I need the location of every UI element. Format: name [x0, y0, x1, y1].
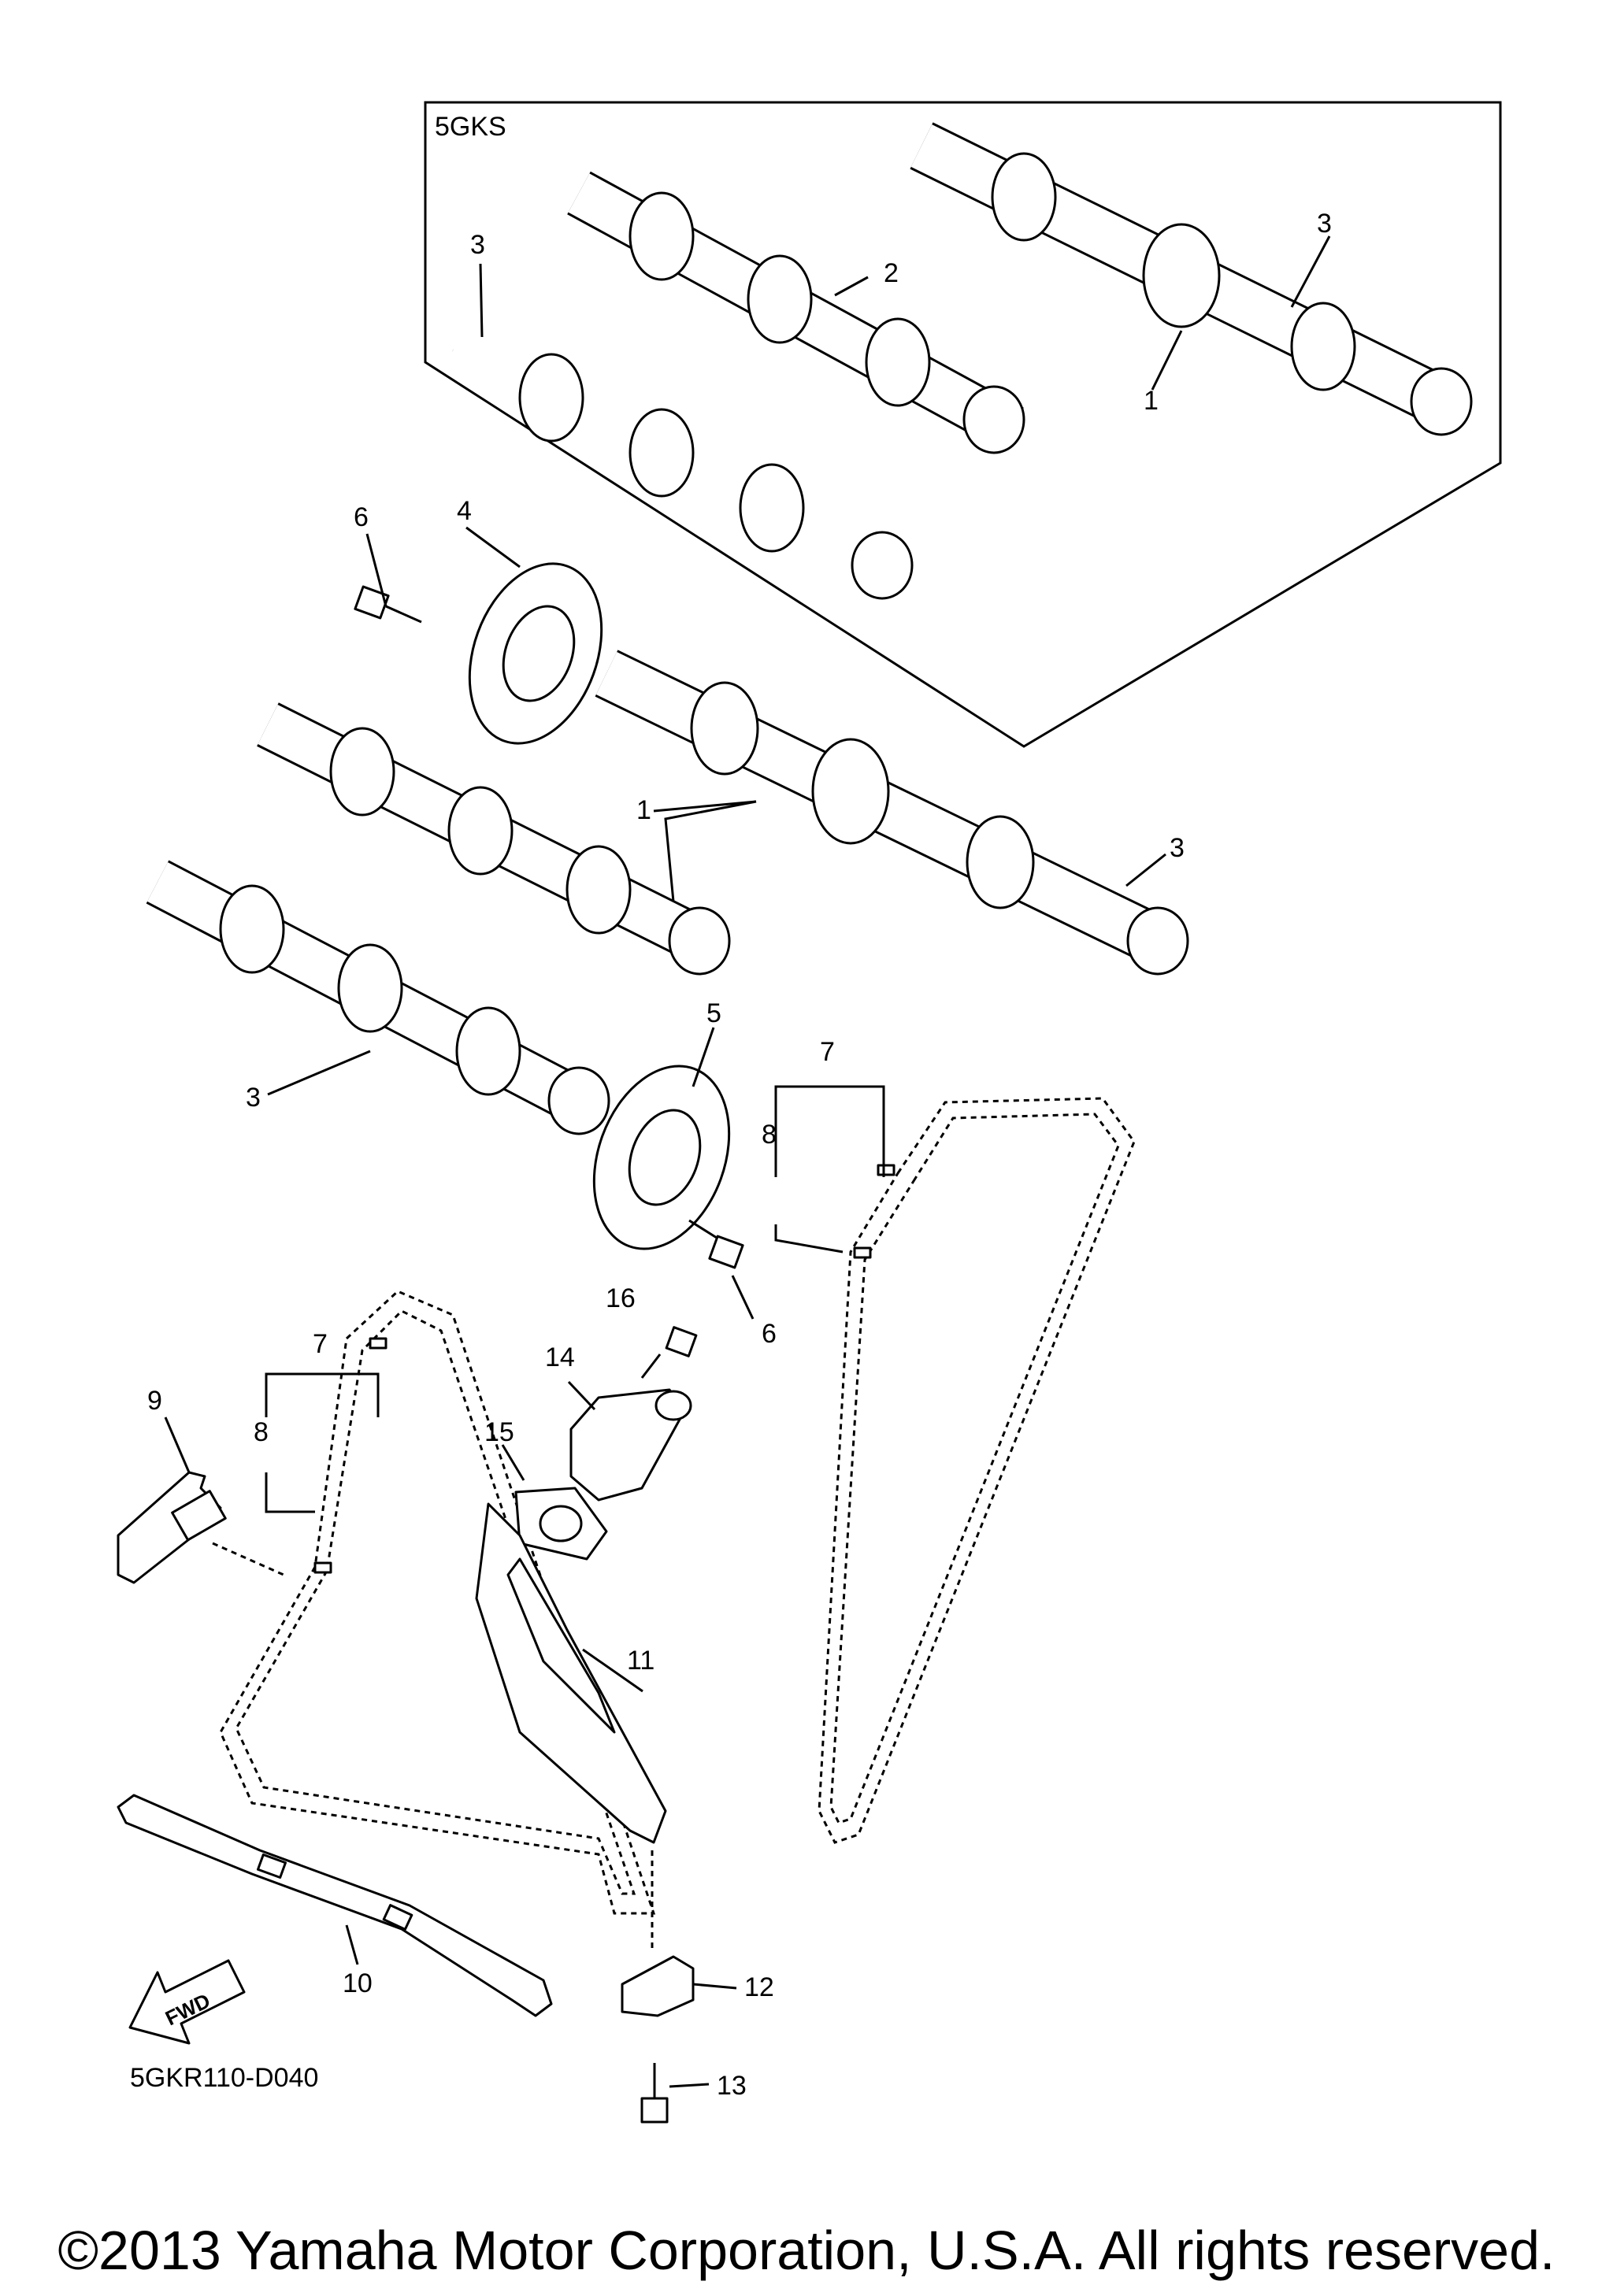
cam-sprocket-upper: [468, 562, 603, 745]
tensioner-bolt: [640, 1326, 698, 1379]
chain-guide-front: [117, 1794, 553, 2017]
sprocket-bolt-upper: [354, 585, 422, 624]
camshaft-box-right: [910, 122, 1473, 436]
callout-6: 6: [762, 1319, 777, 1349]
callout-1: 1: [1144, 386, 1159, 416]
chain-guide-bracket: [117, 1471, 284, 1584]
callout-6: 6: [354, 502, 369, 532]
callout-3: 3: [1170, 833, 1185, 863]
camshaft-box-middle: [567, 171, 1025, 454]
sprocket-bolt-lower: [688, 1219, 744, 1269]
callout-8: 8: [762, 1120, 777, 1150]
callout-11: 11: [627, 1646, 654, 1676]
callout-7: 7: [820, 1037, 835, 1067]
leader-lines: [164, 235, 1331, 2088]
callout-12: 12: [744, 1972, 774, 2002]
callout-2: 2: [884, 258, 899, 288]
copyright-notice: ©2013 Yamaha Motor Corporation, U.S.A. A…: [57, 2220, 1556, 2281]
cam-chain-left: [219, 1290, 656, 1915]
chain-guide-rear: [475, 1502, 667, 1844]
tensioner-gasket: [514, 1487, 608, 1561]
callout-3: 3: [246, 1083, 261, 1113]
camshaft-box-left: [443, 331, 914, 600]
variant-box-label: 5GKS: [435, 112, 506, 142]
callout-14: 14: [545, 1342, 575, 1372]
guide-stopper: [621, 1850, 695, 2017]
guide-stopper-bolt: [640, 2063, 669, 2124]
callout-5: 5: [706, 998, 721, 1028]
callout-10: 10: [343, 1968, 373, 1998]
cam-sprocket-lower: [592, 1065, 731, 1250]
fwd-arrow-icon: FWD: [128, 1959, 246, 2045]
callout-1: 1: [636, 795, 651, 825]
callout-3: 3: [1317, 209, 1332, 239]
callout-3: 3: [470, 230, 485, 260]
callout-9: 9: [147, 1386, 162, 1416]
callout-4: 4: [457, 496, 472, 526]
callout-labels: 3 2 3 1 6 4 1 3 3 5 7 8 6 16 14 7 8 9 15…: [147, 209, 1332, 2101]
callout-8: 8: [254, 1417, 269, 1447]
camshaft-lower-front: [146, 860, 610, 1135]
variant-box: 5GKS: [424, 101, 1502, 748]
camshaft-lower-exhaust: [595, 650, 1189, 976]
cam-chain-right: [818, 1097, 1136, 1844]
camshaft-lower-intake: [257, 702, 731, 976]
diagram-code: 5GKR110-D040: [130, 2063, 318, 2093]
chain-tensioner: [569, 1388, 692, 1502]
callout-7: 7: [313, 1329, 328, 1359]
callout-15: 15: [484, 1417, 514, 1447]
callout-16: 16: [606, 1283, 636, 1313]
callout-13: 13: [717, 2071, 747, 2101]
